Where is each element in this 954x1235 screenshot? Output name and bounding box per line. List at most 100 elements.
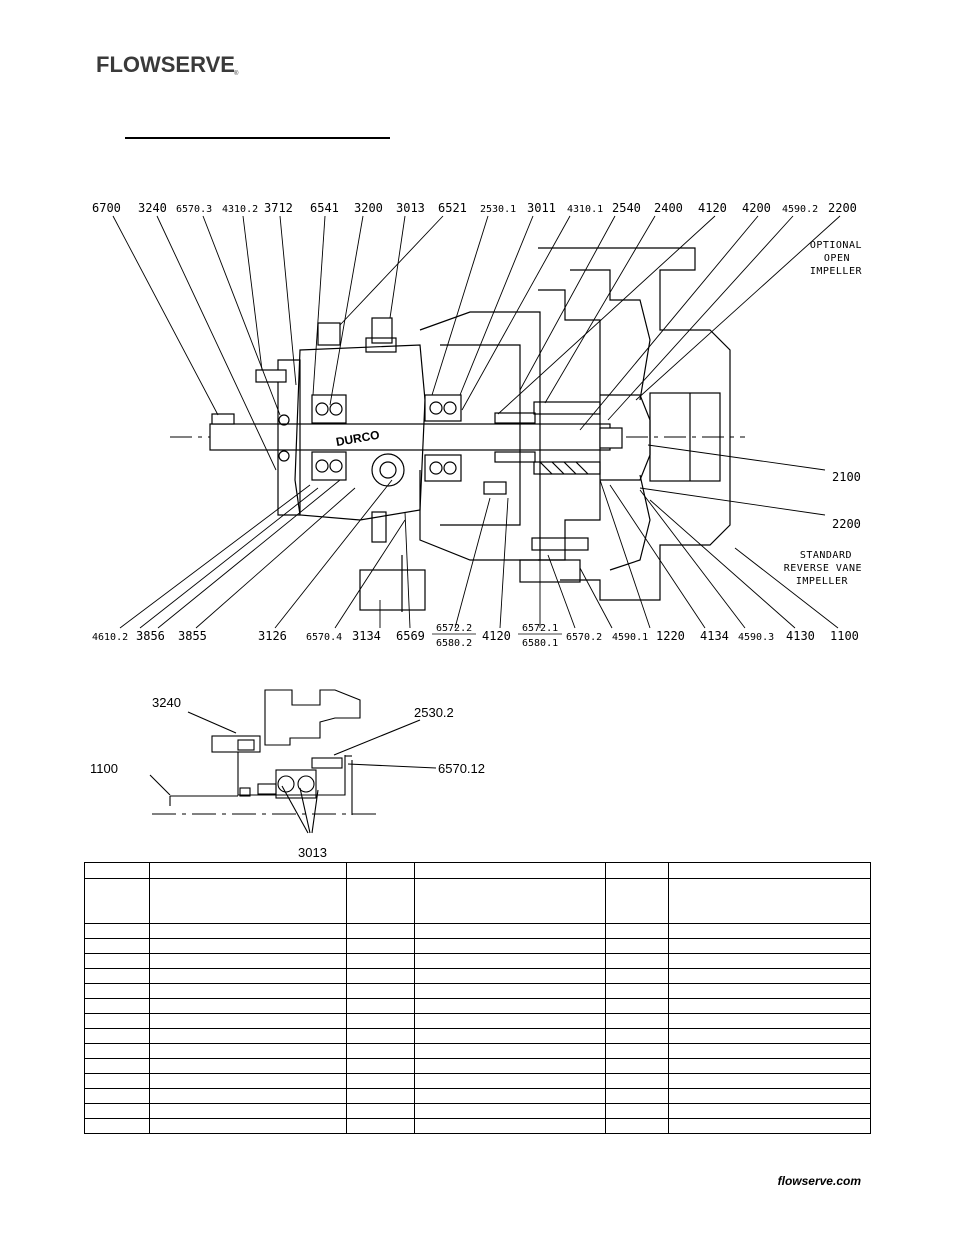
detail-callout-2530-2: 2530.2: [414, 705, 454, 720]
table-cell: [346, 1103, 415, 1119]
table-cell: [346, 1073, 415, 1089]
table-cell: [84, 1013, 150, 1029]
callout-1100: 1100: [830, 629, 859, 643]
callout-3712: 3712: [264, 201, 293, 215]
table-row: [84, 1118, 871, 1134]
table-row: [84, 923, 871, 939]
parts-table-body: [84, 862, 871, 1134]
table-cell: [84, 953, 150, 969]
table-cell: [605, 1043, 669, 1059]
table-cell: [414, 1043, 606, 1059]
callout-3013: 3013: [396, 201, 425, 215]
callout-4610-2: 4610.2: [92, 632, 128, 643]
standard-impeller-note: STANDARD REVERSE VANE IMPELLER: [784, 550, 862, 587]
table-header-row: [84, 862, 871, 879]
table-cell: [346, 968, 415, 984]
table-row: [84, 1013, 871, 1029]
table-cell: [84, 983, 150, 999]
table-cell: [149, 968, 347, 984]
callout-6570-4: 6570.4: [306, 632, 342, 643]
detail-callout-3013: 3013: [298, 845, 327, 860]
table-cell: [414, 862, 606, 879]
table-cell: [414, 1118, 606, 1134]
standard-note-line-2: REVERSE VANE: [784, 563, 862, 574]
table-cell: [605, 968, 669, 984]
top-callouts: 6700 3240 6570.3 4310.2 3712 6541 3200 3…: [92, 201, 857, 215]
table-cell: [605, 998, 669, 1014]
callout-2400: 2400: [654, 201, 683, 215]
callout-3011: 3011: [527, 201, 556, 215]
table-cell: [605, 1058, 669, 1074]
table-cell: [346, 953, 415, 969]
title-rule: [125, 137, 390, 139]
callout-4590-1: 4590.1: [612, 632, 648, 643]
table-cell: [346, 923, 415, 939]
table-cell: [346, 1118, 415, 1134]
callout-4120-top: 4120: [698, 201, 727, 215]
table-cell: [149, 1118, 347, 1134]
callout-3134: 3134: [352, 629, 381, 643]
table-row: [84, 983, 871, 999]
table-cell: [346, 998, 415, 1014]
callout-4310-2: 4310.2: [222, 204, 258, 215]
callout-2100: 2100: [832, 470, 861, 484]
table-cell: [84, 1073, 150, 1089]
callout-6572-1: 6572.1: [522, 623, 558, 634]
table-cell: [668, 923, 871, 939]
table-cell: [605, 953, 669, 969]
callout-2200-top: 2200: [828, 201, 857, 215]
optional-note-line-3: IMPELLER: [810, 266, 863, 277]
standard-note-line-3: IMPELLER: [796, 576, 849, 587]
table-cell: [84, 862, 150, 879]
bottom-leader-lines: [119, 444, 839, 629]
table-row: [84, 1103, 871, 1119]
table-cell: [414, 1058, 606, 1074]
table-cell: [414, 938, 606, 954]
table-cell: [668, 998, 871, 1014]
table-cell: [414, 968, 606, 984]
table-cell: [668, 1043, 871, 1059]
callout-4120-bottom: 4120: [482, 629, 511, 643]
callout-3240: 3240: [138, 201, 167, 215]
callout-6572-2: 6572.2: [436, 623, 472, 634]
table-cell: [605, 1103, 669, 1119]
table-cell: [346, 1028, 415, 1044]
table-row: [84, 1028, 871, 1044]
table-row: [84, 938, 871, 954]
table-cell: [605, 878, 669, 924]
callout-6580-2: 6580.2: [436, 638, 472, 649]
callout-3126: 3126: [258, 629, 287, 643]
callout-4310-1: 4310.1: [567, 204, 603, 215]
detail-callout-1100: 1100: [90, 761, 118, 776]
table-cell: [668, 1028, 871, 1044]
table-cell: [149, 983, 347, 999]
table-cell: [605, 938, 669, 954]
table-cell: [668, 953, 871, 969]
table-cell: [84, 1118, 150, 1134]
callout-4200: 4200: [742, 201, 771, 215]
table-cell: [605, 923, 669, 939]
detail-callout-3240: 3240: [152, 695, 181, 710]
table-cell: [668, 862, 871, 879]
table-cell: [414, 953, 606, 969]
table-cell: [84, 1103, 150, 1119]
table-cell: [605, 983, 669, 999]
callout-2540: 2540: [612, 201, 641, 215]
table-cell: [668, 1088, 871, 1104]
table-cell: [346, 862, 415, 879]
table-cell: [149, 953, 347, 969]
table-cell: [414, 1028, 606, 1044]
table-cell: [149, 1103, 347, 1119]
table-cell: [414, 998, 606, 1014]
table-cell: [149, 862, 347, 879]
callout-6700: 6700: [92, 201, 121, 215]
table-row: [84, 1058, 871, 1074]
table-cell: [84, 1043, 150, 1059]
table-cell: [668, 968, 871, 984]
callout-6570-3: 6570.3: [176, 204, 212, 215]
table-cell: [414, 1013, 606, 1029]
callout-4590-2: 4590.2: [782, 204, 818, 215]
table-row: [84, 968, 871, 984]
callout-2200-right: 2200: [832, 517, 861, 531]
detail-callouts: 3240 2530.2 6570.12 1100 3013: [90, 695, 485, 860]
